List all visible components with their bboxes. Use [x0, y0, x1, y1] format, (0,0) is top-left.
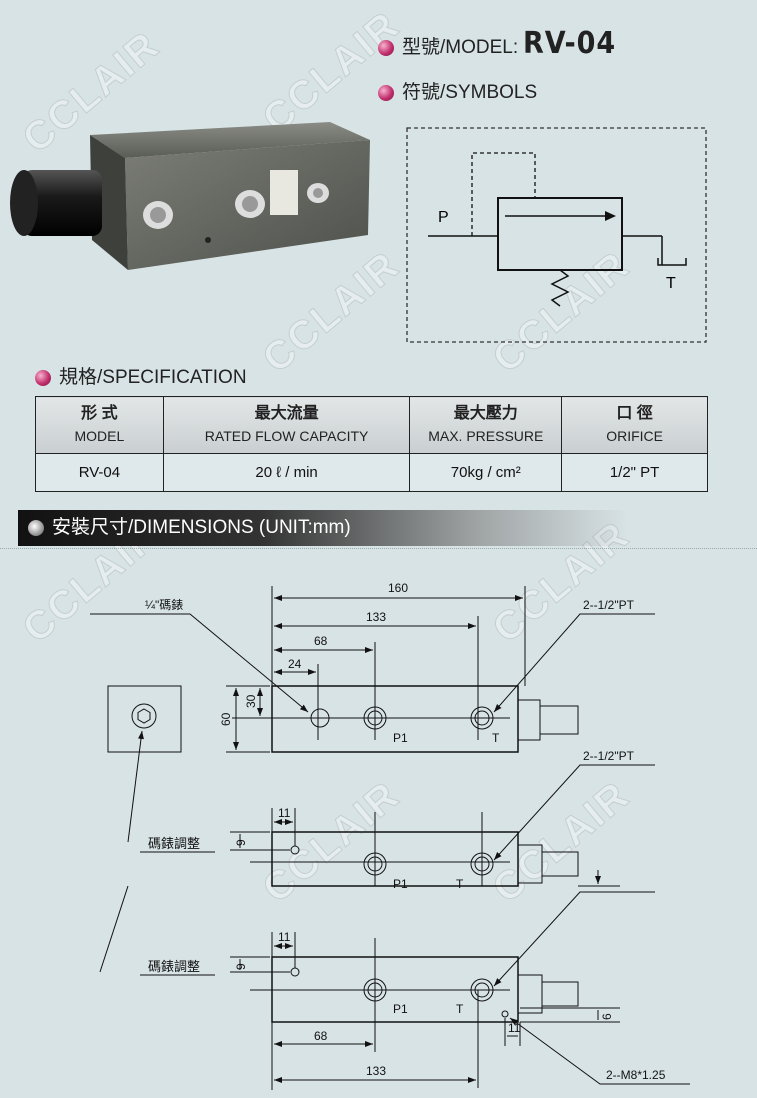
bullet-icon — [378, 39, 394, 56]
dim-24: 24 — [288, 657, 302, 671]
adjust-label: 碼錶調整 — [148, 959, 200, 974]
table-cell: RV-04 — [35, 453, 164, 492]
dim-30: 30 — [244, 694, 258, 708]
product-photo — [10, 122, 370, 270]
table-cell: 20 ℓ / min — [162, 453, 411, 492]
hydraulic-symbol: P T — [406, 127, 707, 343]
spec-heading: 規格/SPECIFICATION — [35, 362, 247, 389]
dim-133: 133 — [366, 610, 386, 624]
p1-label: P1 — [393, 877, 408, 891]
t-label: T — [456, 1002, 464, 1016]
dim-68: 68 — [314, 634, 328, 648]
bullet-icon — [35, 369, 51, 386]
dim-6: 6 — [600, 1013, 614, 1020]
p1-label: P1 — [393, 1002, 408, 1016]
gauge-label: ¼"碼錶 — [145, 597, 183, 612]
dim-9: 9 — [234, 839, 248, 846]
bullet-icon — [28, 519, 44, 536]
dim-11: 11 — [278, 930, 291, 944]
t-label: T — [492, 731, 500, 745]
port-label: 2--1/2"PT — [583, 749, 635, 763]
dim-60: 60 — [219, 712, 233, 726]
table-cell: 70kg / cm² — [409, 453, 563, 492]
spec-title: 規格/SPECIFICATION — [59, 367, 247, 388]
table-cell: 1/2" PT — [561, 453, 708, 492]
model-label: 型號/MODEL: — [402, 37, 519, 58]
dim-68: 68 — [314, 1029, 328, 1043]
p1-label: P1 — [393, 731, 408, 745]
mount-label: 2--M8*1.25 — [606, 1068, 666, 1082]
port-label: 2--1/2"PT — [583, 598, 635, 612]
adjust-label: 碼錶調整 — [148, 836, 200, 851]
symbols-label: 符號/SYMBOLS — [402, 82, 538, 103]
dim-9: 9 — [234, 963, 248, 970]
dim-11: 11 — [508, 1021, 521, 1035]
port-t-label: T — [666, 275, 676, 292]
model-value: RV-04 — [523, 26, 617, 61]
bullet-icon — [378, 84, 394, 101]
t-label: T — [456, 877, 464, 891]
dim-11: 11 — [278, 806, 291, 820]
dim-160: 160 — [388, 581, 408, 595]
dimensions-banner: 安裝尺寸/DIMENSIONS (UNIT:mm) — [18, 510, 628, 546]
divider — [0, 548, 757, 549]
port-p-label: P — [438, 209, 449, 226]
symbols-heading: 符號/SYMBOLS — [378, 77, 537, 104]
dimensions-title: 安裝尺寸/DIMENSIONS (UNIT:mm) — [52, 517, 351, 538]
table-row: RV-04 20 ℓ / min 70kg / cm² 1/2" PT — [35, 453, 708, 492]
model-heading: 型號/MODEL: RV-04 — [378, 26, 627, 61]
dim-133: 133 — [366, 1064, 386, 1078]
